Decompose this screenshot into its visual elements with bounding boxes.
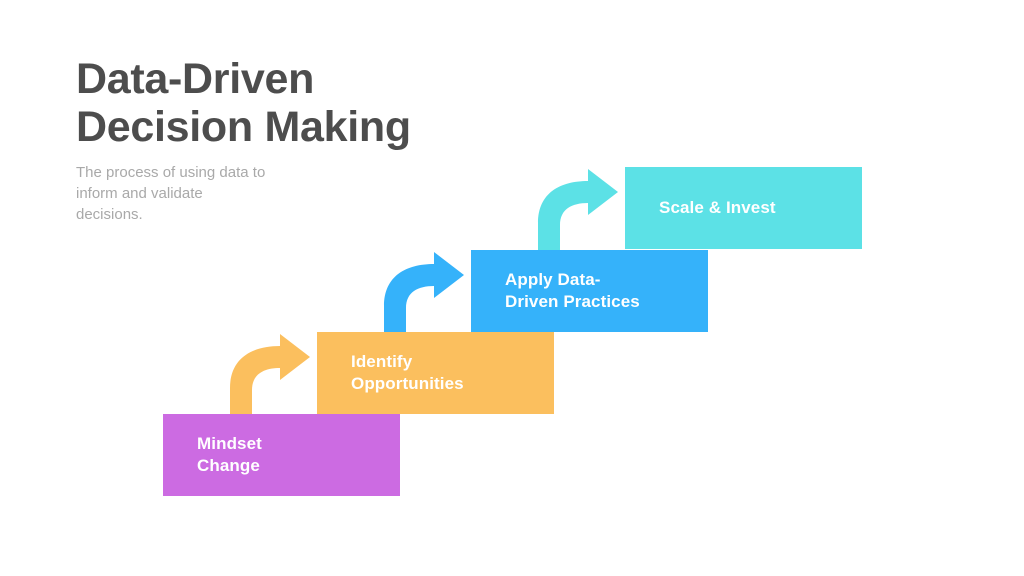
page-subtitle: The process of using data to inform and … bbox=[76, 164, 266, 223]
step-label: Apply Data- Driven Practices bbox=[505, 269, 640, 311]
step-block-apply-data-driven-practices[interactable]: Apply Data- Driven Practices bbox=[471, 250, 708, 332]
arrow-icon-step-3-to-4 bbox=[538, 169, 618, 255]
step-label: Identify Opportunities bbox=[351, 351, 464, 393]
step-label: Mindset Change bbox=[197, 433, 262, 475]
arrow-icon-step-2-to-3 bbox=[384, 252, 464, 338]
step-block-identify-opportunities[interactable]: Identify Opportunities bbox=[317, 332, 554, 414]
page-title: Data-Driven Decision Making bbox=[76, 55, 411, 152]
header-block: Data-Driven Decision Making The process … bbox=[76, 55, 506, 225]
step-label: Scale & Invest bbox=[659, 197, 776, 217]
arrow-icon-step-1-to-2 bbox=[230, 334, 310, 420]
step-block-mindset-change[interactable]: Mindset Change bbox=[163, 414, 400, 496]
step-block-scale-and-invest[interactable]: Scale & Invest bbox=[625, 167, 862, 249]
